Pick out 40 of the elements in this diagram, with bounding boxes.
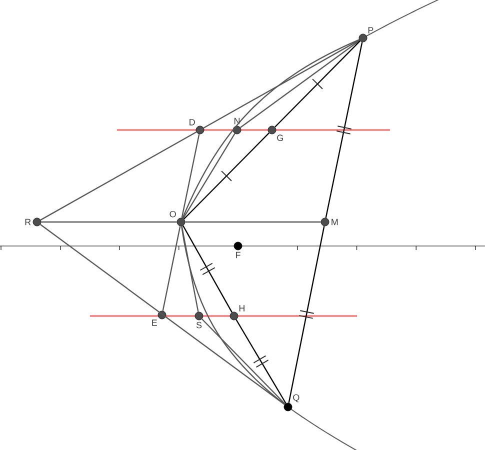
- node-label: H: [239, 305, 244, 312]
- node-label: P: [368, 27, 374, 34]
- point: F: [234, 242, 242, 258]
- curve: [182, 39, 360, 218]
- node-label: G: [277, 134, 284, 142]
- point: S: [194, 312, 204, 328]
- point: M: [320, 218, 338, 226]
- node-label: R: [25, 218, 31, 226]
- line-segment: [40, 224, 285, 405]
- line-segment: [40, 40, 360, 220]
- line-segment: [325, 42, 363, 218]
- line-segment: [182, 225, 232, 313]
- node-label: S: [196, 322, 202, 328]
- point: Q: [284, 394, 300, 412]
- line-segment: [185, 221, 321, 223]
- line-segment: [184, 132, 270, 220]
- point: G: [268, 126, 283, 142]
- point: E: [152, 310, 166, 326]
- line-segment: [181, 226, 199, 312]
- node-label: F: [236, 252, 240, 258]
- point: P: [358, 27, 374, 42]
- line-segment: [288, 226, 325, 403]
- node-label: O: [170, 210, 176, 218]
- point: O: [170, 210, 186, 226]
- point: D: [190, 119, 204, 134]
- line-segment: [240, 40, 360, 128]
- node-label: D: [190, 119, 195, 126]
- node-label: M: [332, 218, 338, 226]
- line-segment: [236, 319, 286, 404]
- line-segment: [41, 221, 177, 223]
- line-segment: [182, 133, 236, 219]
- line-segment: [162, 226, 181, 311]
- node-label: E: [152, 320, 157, 326]
- line-segment: [202, 318, 286, 404]
- node-label: Q: [293, 394, 300, 402]
- curve: [181, 226, 286, 405]
- line-segment: [181, 134, 200, 218]
- point: R: [25, 218, 42, 226]
- point: H: [230, 305, 244, 320]
- line-segment: [274, 40, 360, 128]
